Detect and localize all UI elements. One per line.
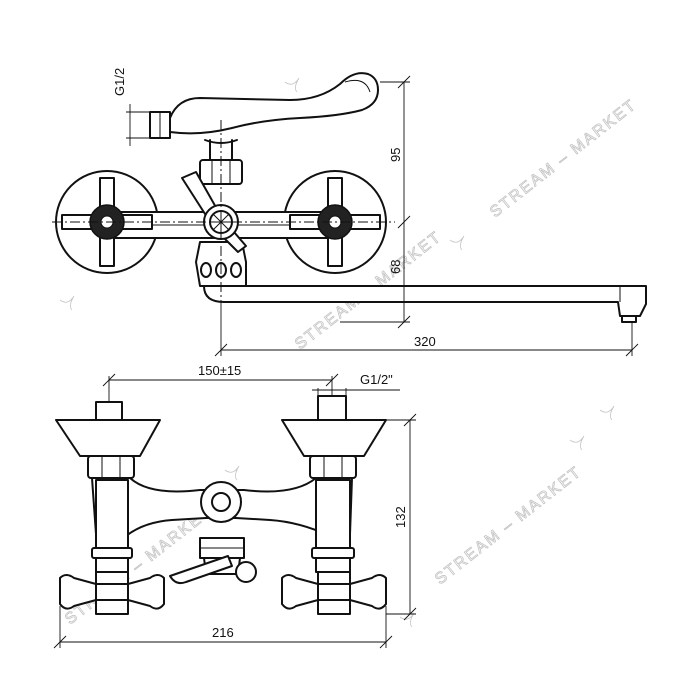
watermark-swoosh <box>569 435 585 451</box>
watermark-swoosh <box>284 77 300 93</box>
left-valve-body <box>95 479 129 549</box>
long-spout <box>203 285 647 317</box>
dim-spout-height-upper: 95 <box>380 75 411 229</box>
dim-body-height: 132 <box>386 413 417 621</box>
dim-label-150: 150±15 <box>198 363 241 378</box>
dim-spout-height-lower: 68 <box>340 222 411 329</box>
front-left-handle <box>59 571 165 615</box>
dim-spout-reach: 320 <box>214 300 639 357</box>
dim-label-g12-bottom: G1/2" <box>360 372 393 387</box>
front-diverter-lever <box>169 555 233 585</box>
dim-label-68: 68 <box>388 260 403 274</box>
top-view: G1/2 95 68 320 <box>52 68 647 357</box>
dim-bottom-inlet-thread: G1/2" <box>312 372 400 396</box>
left-inlet-stem <box>95 401 123 421</box>
front-diverter-ring <box>200 481 242 523</box>
dim-label-g12-top: G1/2 <box>112 68 127 96</box>
front-view: 150±15 G1/2" 132 216 <box>53 363 417 649</box>
right-flange <box>281 419 387 457</box>
dim-inlet-spacing: 150±15 <box>102 363 339 402</box>
watermark-swoosh <box>59 295 75 311</box>
dim-top-inlet-thread: G1/2 <box>112 68 150 146</box>
watermark-swoosh <box>224 465 240 481</box>
watermark-swoosh <box>599 405 615 421</box>
front-right-handle <box>281 571 387 615</box>
watermark-swoosh <box>399 612 415 628</box>
watermark-text: STREAM – MARKET <box>432 463 585 588</box>
spout-aerator <box>621 315 637 323</box>
front-lever-pivot <box>235 561 257 583</box>
dim-label-216: 216 <box>212 625 234 640</box>
right-nut <box>309 455 357 479</box>
dim-label-320: 320 <box>414 334 436 349</box>
diverter-body <box>169 72 379 135</box>
dim-overall-width: 216 <box>53 606 393 649</box>
dim-label-95: 95 <box>388 148 403 162</box>
right-valve-body <box>315 479 351 549</box>
left-nut <box>87 455 135 479</box>
dim-label-132: 132 <box>393 506 408 528</box>
watermark-text: STREAM – MARKET <box>487 96 640 221</box>
right-inlet-stem <box>317 395 347 421</box>
left-flange <box>55 419 161 457</box>
watermark-swoosh <box>449 235 465 251</box>
